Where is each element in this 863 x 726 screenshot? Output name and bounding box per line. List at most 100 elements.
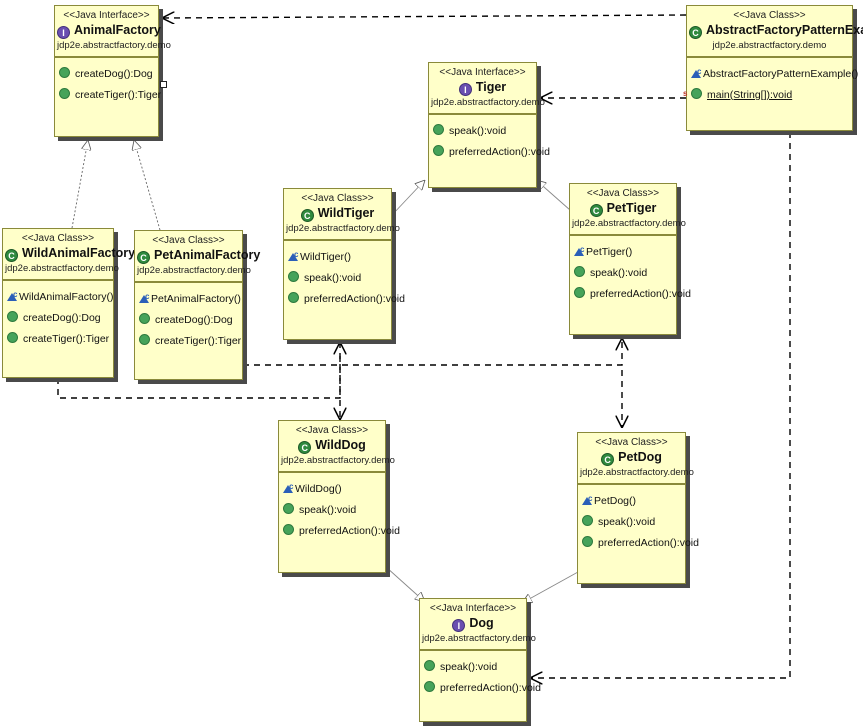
stereotype: <<Java Class>>	[586, 188, 660, 199]
package-name: jdp2e.abstractfactory.demo	[5, 263, 119, 274]
class-name: Dog	[469, 616, 494, 630]
public-method-icon	[433, 145, 444, 156]
constructor-icon	[582, 488, 592, 509]
method: preferredAction():void	[299, 525, 400, 537]
impl-wilddog	[385, 566, 425, 602]
method: preferredAction():void	[304, 293, 405, 305]
method: createDog():Dog	[155, 314, 233, 326]
method: createDog():Dog	[23, 312, 101, 324]
method: createTiger():Tiger	[23, 333, 110, 345]
package-name: jdp2e.abstractfactory.demo	[281, 455, 395, 466]
package-name: jdp2e.abstractfactory.demo	[712, 40, 827, 51]
public-method-icon	[59, 88, 70, 99]
public-method-icon	[283, 524, 294, 535]
class-name: PetDog	[618, 450, 662, 464]
constructor-icon	[691, 61, 701, 82]
class-name: AbstractFactoryPatternExample	[706, 23, 863, 37]
package-name: jdp2e.abstractfactory.demo	[431, 97, 545, 108]
method: createTiger():Tiger	[155, 335, 242, 347]
public-method-icon	[139, 313, 150, 324]
public-method-icon	[574, 287, 585, 298]
constructor: WildTiger()	[300, 251, 351, 263]
public-method-icon	[139, 334, 150, 345]
constructor: PetAnimalFactory()	[151, 293, 241, 305]
class-icon: C	[689, 26, 702, 39]
stereotype: <<Java Interface>>	[429, 603, 517, 614]
public-method-icon	[288, 271, 299, 282]
constructor: PetTiger()	[586, 246, 633, 258]
class-icon: C	[601, 453, 615, 466]
method: speak():void	[590, 267, 648, 279]
impl-wildtiger	[391, 180, 425, 216]
class-icon: C	[137, 251, 150, 264]
method: preferredAction():void	[590, 288, 691, 300]
constructor: WildDog()	[295, 483, 342, 495]
method: speak():void	[440, 661, 498, 673]
method: createTiger():Tiger	[75, 89, 162, 101]
impl-pettiger	[536, 180, 571, 211]
method: preferredAction():void	[598, 537, 699, 549]
stereotype: <<Java Interface>>	[63, 10, 150, 21]
constructor-icon	[574, 239, 584, 260]
package-name: jdp2e.abstractfactory.demo	[422, 633, 536, 644]
public-method-icon	[582, 536, 593, 547]
constructor-icon	[139, 286, 149, 307]
package-name: jdp2e.abstractfactory.demo	[572, 218, 686, 229]
impl-petfactory	[134, 140, 161, 231]
method: speak():void	[299, 504, 357, 516]
class-icon: C	[298, 441, 312, 454]
impl-petdog	[522, 571, 579, 603]
public-method-icon	[433, 124, 444, 135]
public-method-icon	[288, 292, 299, 303]
abstract-factory-pattern-example-class[interactable]: <<Java Class>> C AbstractFactoryPatternEx…	[686, 5, 863, 131]
class-name: WildAnimalFactory	[22, 246, 136, 260]
constructor-icon	[288, 244, 298, 265]
stereotype: <<Java Interface>>	[439, 67, 526, 78]
dep-example-animalfactory	[162, 15, 687, 18]
public-method-icon	[7, 332, 18, 343]
class-name: PetTiger	[606, 201, 657, 215]
public-method-icon	[424, 660, 435, 671]
selection-handle[interactable]	[160, 81, 167, 88]
stereotype: <<Java Class>>	[295, 425, 369, 436]
public-method-icon	[59, 67, 70, 78]
method: speak():void	[598, 516, 656, 528]
class-name: Tiger	[475, 80, 507, 94]
method: preferredAction():void	[440, 682, 541, 694]
class-name: WildDog	[315, 438, 366, 452]
impl-wildfactory	[71, 140, 88, 229]
stereotype: <<Java Class>>	[733, 10, 806, 21]
stereotype: <<Java Class>>	[301, 193, 374, 204]
method: speak():void	[304, 272, 362, 284]
class-icon: C	[5, 249, 18, 262]
stereotype: <<Java Class>>	[152, 235, 225, 246]
constructor-icon	[7, 284, 17, 305]
interface-icon: I	[57, 26, 70, 39]
method: preferredAction():void	[449, 146, 550, 158]
constructor: AbstractFactoryPatternExample()	[703, 68, 859, 80]
wild-animal-factory-class[interactable]: <<Java Class>> C WildAnimalFactory jdp2e.…	[2, 228, 135, 378]
static-method-icon	[691, 88, 702, 99]
package-name: jdp2e.abstractfactory.demo	[137, 265, 251, 276]
class-name: WildTiger	[317, 206, 375, 220]
public-method-icon	[7, 311, 18, 322]
public-method-icon	[574, 266, 585, 277]
public-method-icon	[283, 503, 294, 514]
method: main(String[]):void	[707, 89, 793, 101]
stereotype: <<Java Class>>	[595, 437, 668, 448]
public-method-icon	[424, 681, 435, 692]
stereotype: <<Java Class>>	[21, 233, 95, 244]
constructor: PetDog()	[594, 495, 637, 507]
method: createDog():Dog	[75, 68, 153, 80]
class-name: AnimalFactory	[74, 23, 161, 37]
